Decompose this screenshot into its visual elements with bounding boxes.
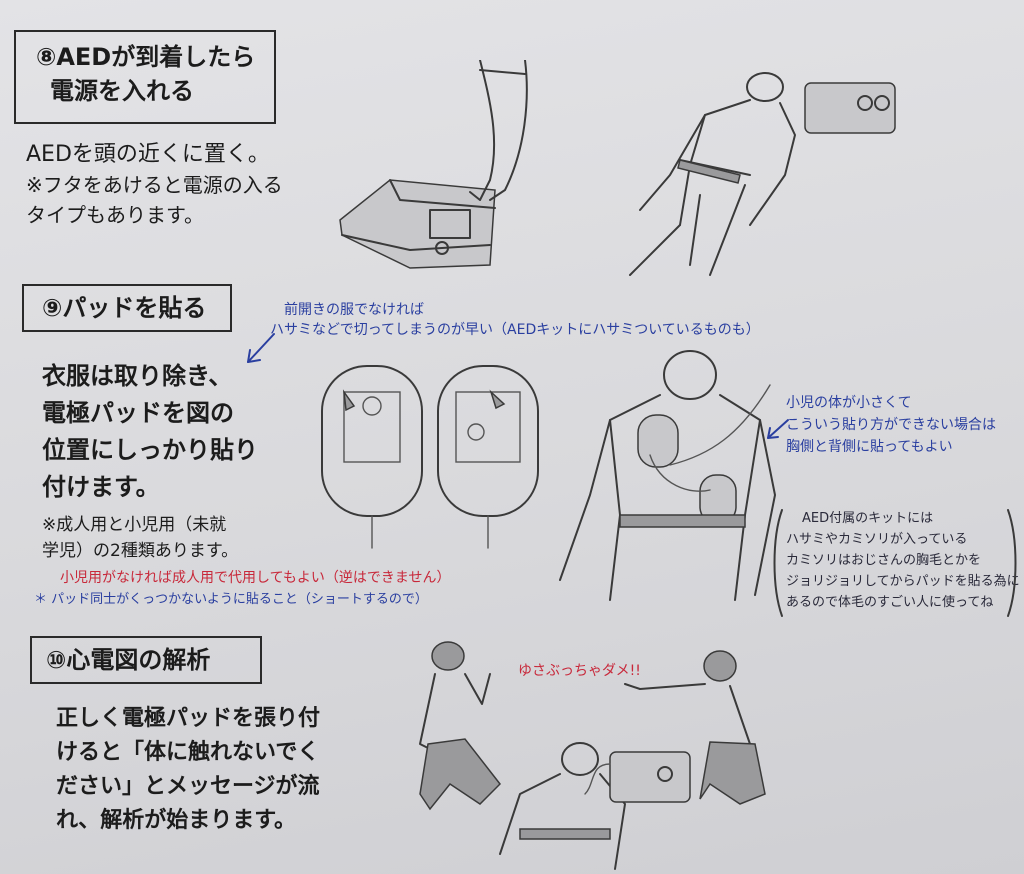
step10-body: 正しく電極パッドを張り付 けると「体に触れないでく ださい」とメッセージが流 れ… (56, 702, 320, 838)
step9-note-line: 学児）の2種類あります。 (42, 541, 239, 561)
step8-title-line2: 電源を入れる (50, 77, 194, 105)
handwritten-note-line: AED付属のキットには (802, 511, 934, 526)
handwritten-note-line: 胸側と背側に貼ってもよい (786, 439, 953, 455)
step10-body-line: けると「体に触れないでく (56, 740, 320, 765)
handwritten-note-line: 小児の体が小さくて (786, 395, 912, 411)
step9-body-line: 電極パッドを図の (42, 399, 234, 427)
bracket-left-mark (773, 509, 783, 617)
step9-body-line: 衣服は取り除き、 (42, 362, 233, 390)
step9-title-box: ⑨パッドを貼る (22, 284, 232, 332)
step10-title-box: ⑩心電図の解析 (30, 636, 262, 684)
step8-body-line: タイプもあります。 (26, 203, 204, 227)
handwritten-note-scissors: 前開きの服でなければ ハサミなどで切ってしまうのが早い（AEDキットにハサミつい… (270, 300, 760, 340)
electrode-pads-illustration (321, 365, 539, 549)
step9-title: ⑨パッドを貼る (42, 294, 207, 322)
handwritten-note-line: ハサミやカミソリが入っている (786, 532, 968, 547)
handwritten-note-line: こういう貼り方ができない場合は (786, 417, 996, 433)
step9-note-line: ※成人用と小児用（未就 (42, 515, 227, 535)
step9-body-line: 付けます。 (42, 473, 160, 501)
handwritten-note-red-pad: 小児用がなければ成人用で代用してもよい（逆はできません） (60, 568, 450, 588)
step8-body: AEDを頭の近くに置く。 ※フタをあけると電源の入る タイプもあります。 (26, 140, 283, 230)
step9-body: 衣服は取り除き、 電極パッドを図の 位置にしっかり貼り 付けます。 (42, 358, 258, 506)
analysis-scene-illustration (419, 641, 766, 870)
handwritten-note-blue-short: ＊ パッド同士がくっつかないように貼ること（ショートするので） (34, 590, 428, 610)
step8-title-box: ⑧AEDが到着したら 電源を入れる (14, 30, 276, 124)
step8-title-line1: ⑧AEDが到着したら (36, 43, 256, 71)
handwritten-note-line: 小児用がなければ成人用で代用してもよい（逆はできません） (60, 570, 451, 586)
blue-arrow-icon (767, 419, 789, 439)
step9-note: ※成人用と小児用（未就 学児）の2種類あります。 (42, 512, 238, 564)
handwritten-note-line: 前開きの服でなければ (284, 302, 424, 318)
lying-man-with-aed-illustration (629, 72, 896, 276)
step10-body-line: 正しく電極パッドを張り付 (56, 706, 321, 731)
aed-device-hand-illustration (339, 60, 528, 269)
handwritten-note-line: ＊ パッド同士がくっつかないように貼ること（ショートするので） (34, 592, 428, 607)
man-with-pads-illustration (559, 350, 776, 601)
handwritten-note-line: ハサミなどで切ってしまうのが早い（AEDキットにハサミついているものも） (270, 322, 760, 338)
blue-arrow-icon (247, 333, 275, 363)
handwritten-note-line: ジョリジョリしてからパッドを貼る為に (786, 574, 1020, 589)
step8-body-line: ※フタをあけると電源の入る (26, 173, 283, 197)
handwritten-note-line: あるので体毛のすごい人に使ってね (786, 595, 994, 610)
bracket-right-mark (1007, 509, 1017, 617)
handwritten-note-line: カミソリはおじさんの胸毛とかを (786, 553, 982, 568)
step9-body-line: 位置にしっかり貼り (42, 436, 258, 464)
step10-title: ⑩心電図の解析 (46, 646, 211, 674)
handwritten-note-child: 小児の体が小さくて こういう貼り方ができない場合は 胸側と背側に貼ってもよい (786, 392, 996, 458)
handwritten-note-kit: AED付属のキットには ハサミやカミソリが入っている カミソリはおじさんの胸毛と… (786, 508, 1020, 613)
step10-body-line: ださい」とメッセージが流 (56, 774, 320, 799)
handwritten-note-line: ゆさぶっちゃダメ!! (518, 663, 641, 679)
step10-body-line: れ、解析が始まります。 (56, 808, 297, 833)
step8-body-line: AEDを頭の近くに置く。 (26, 142, 270, 167)
handwritten-note-dont-shake: ゆさぶっちゃダメ!! (518, 660, 641, 680)
